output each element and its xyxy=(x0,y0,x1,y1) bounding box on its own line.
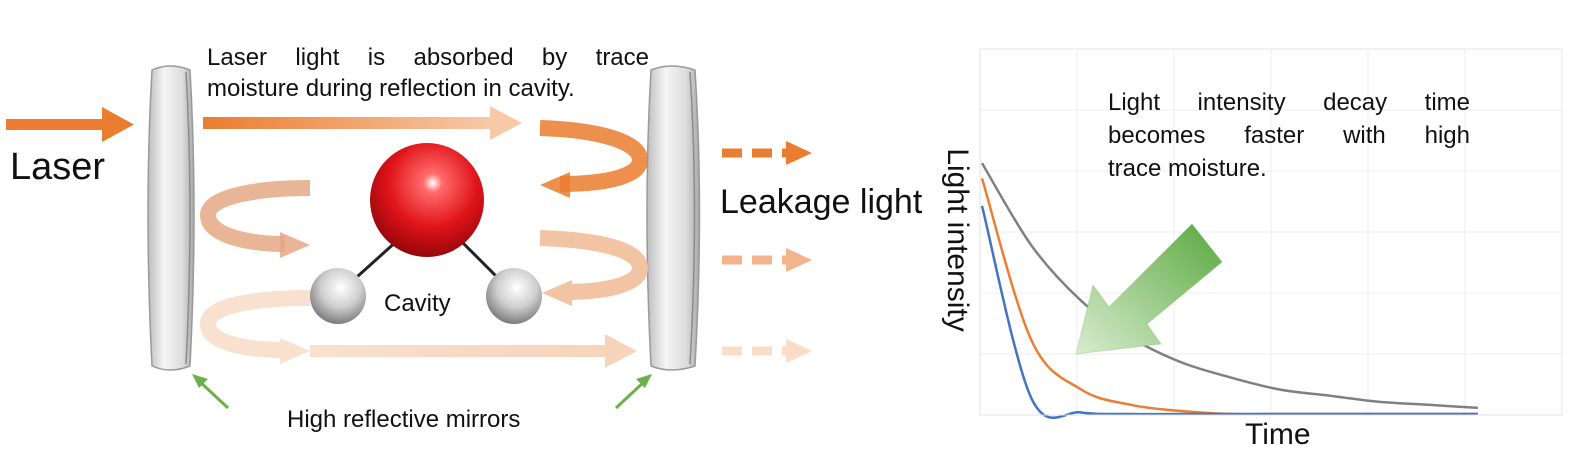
chart-grid xyxy=(980,49,1562,415)
leakage-arrow-2 xyxy=(722,248,812,272)
mirrors-label: High reflective mirrors xyxy=(287,406,521,433)
reflection-curl-right-1 xyxy=(539,120,649,198)
decay-annotation-line-1: Light intensity decay time xyxy=(1108,89,1470,116)
reflection-curl-right-2 xyxy=(539,230,649,306)
cavity-beam-forward-1 xyxy=(203,106,522,140)
cavity-label: Cavity xyxy=(384,290,451,317)
absorption-caption-line-1: Laser light is absorbed by trace xyxy=(207,44,649,71)
leakage-arrow-1 xyxy=(722,141,812,165)
moisture-trend-arrow xyxy=(1075,223,1223,355)
reflection-curl-left-1 xyxy=(199,180,311,258)
leakage-arrow-3 xyxy=(722,339,812,363)
series-line-3 xyxy=(980,205,1478,419)
absorption-caption: Laser light is absorbed by trace moistur… xyxy=(207,42,649,104)
oxygen-atom xyxy=(370,143,484,257)
decay-annotation-line-3: trace moisture. xyxy=(1108,155,1267,182)
absorption-caption-line-2: moisture during reflection in cavity. xyxy=(207,75,575,102)
hydrogen-atom-right xyxy=(486,268,542,324)
mirror-pointer-right xyxy=(614,374,652,410)
mirror-pointer-left xyxy=(192,374,230,410)
right-mirror xyxy=(646,65,701,371)
leakage-light-label: Leakage light xyxy=(720,183,923,221)
laser-input-arrow xyxy=(6,107,134,142)
decay-annotation: Light intensity decay time becomes faste… xyxy=(1108,86,1470,185)
x-axis-label: Time xyxy=(1245,418,1311,451)
left-mirror xyxy=(147,65,195,371)
chart-series xyxy=(980,162,1479,419)
series-line-1 xyxy=(980,162,1479,410)
y-axis-label: Light intensity xyxy=(941,148,974,332)
water-molecule xyxy=(310,143,542,324)
decay-chart xyxy=(979,48,1563,419)
cavity-beam-forward-2 xyxy=(310,334,637,368)
hydrogen-atom-left xyxy=(310,268,366,324)
laser-label: Laser xyxy=(10,146,106,188)
decay-annotation-line-2: becomes faster with high xyxy=(1108,122,1470,149)
reflection-curl-left-2 xyxy=(199,290,311,364)
